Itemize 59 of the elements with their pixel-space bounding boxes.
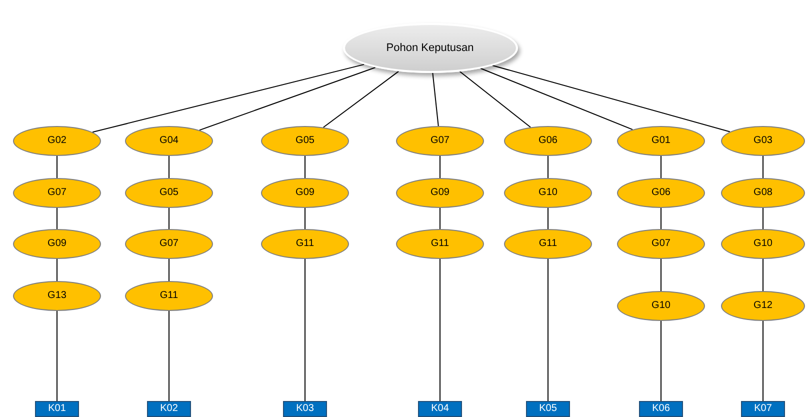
symptom-ellipse: G05: [261, 126, 349, 156]
symptom-ellipse: G10: [504, 178, 592, 208]
symptom-ellipse: G06: [504, 126, 592, 156]
symptom-ellipse: G03: [721, 126, 805, 156]
connector-line: [432, 72, 439, 126]
connector-line: [198, 67, 376, 131]
connector-line: [304, 208, 306, 230]
symptom-ellipse: G08: [721, 178, 805, 208]
connector-line: [304, 156, 306, 178]
symptom-ellipse: G06: [617, 178, 705, 208]
symptom-ellipse: G01: [617, 126, 705, 156]
connector-line: [56, 156, 58, 178]
result-box: K07: [741, 401, 785, 417]
connector-line: [56, 310, 58, 402]
result-box: K06: [639, 401, 683, 417]
connector-line: [762, 156, 764, 178]
symptom-ellipse: G11: [504, 229, 592, 259]
symptom-ellipse: G02: [13, 126, 101, 156]
root-ellipse: Pohon Keputusan: [342, 23, 518, 73]
symptom-ellipse: G07: [13, 178, 101, 208]
symptom-ellipse: G12: [721, 291, 805, 321]
connector-line: [660, 208, 662, 230]
result-box: K04: [418, 401, 462, 417]
connector-line: [92, 64, 365, 133]
symptom-ellipse: G09: [13, 229, 101, 259]
connector-line: [762, 320, 764, 402]
connector-line: [168, 156, 170, 178]
connector-line: [168, 310, 170, 402]
symptom-ellipse: G09: [261, 178, 349, 208]
result-box: K05: [526, 401, 570, 417]
symptom-ellipse: G04: [125, 126, 213, 156]
symptom-ellipse: G11: [125, 281, 213, 311]
symptom-ellipse: G07: [617, 229, 705, 259]
connector-line: [168, 208, 170, 230]
symptom-ellipse: G09: [396, 178, 484, 208]
symptom-ellipse: G11: [396, 229, 484, 259]
symptom-ellipse: G05: [125, 178, 213, 208]
connector-line: [56, 258, 58, 282]
connector-line: [480, 68, 634, 130]
symptom-ellipse: G10: [721, 229, 805, 259]
connector-line: [322, 70, 400, 128]
connector-line: [56, 208, 58, 230]
connector-line: [492, 64, 730, 132]
connector-line: [168, 258, 170, 282]
connector-line: [304, 258, 306, 402]
symptom-ellipse: G07: [396, 126, 484, 156]
result-box: K03: [283, 401, 327, 417]
connector-line: [762, 258, 764, 292]
result-box: K01: [35, 401, 79, 417]
symptom-ellipse: G13: [13, 281, 101, 311]
result-box: K02: [147, 401, 191, 417]
connector-line: [660, 258, 662, 292]
symptom-ellipse: G07: [125, 229, 213, 259]
connector-line: [660, 320, 662, 402]
connector-line: [660, 156, 662, 178]
connector-line: [459, 71, 532, 128]
symptom-ellipse: G11: [261, 229, 349, 259]
symptom-ellipse: G10: [617, 291, 705, 321]
connector-line: [762, 208, 764, 230]
